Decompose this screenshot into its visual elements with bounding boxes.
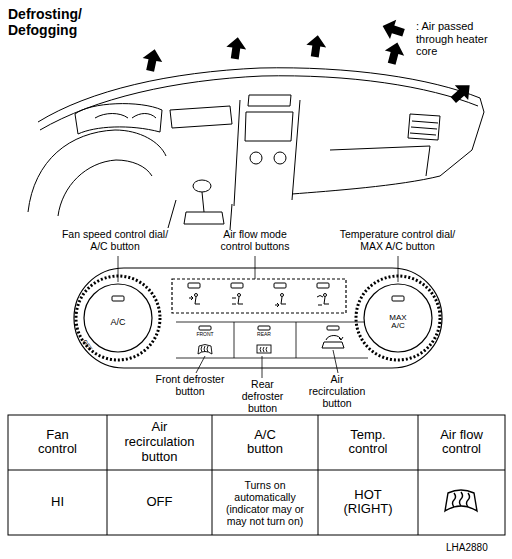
callout-label: Air recirculation button bbox=[306, 373, 368, 409]
defroster-button: FRONT bbox=[179, 323, 231, 357]
callout-label: Air flow mode control buttons bbox=[211, 228, 299, 252]
table-header: A/C button bbox=[243, 428, 288, 458]
table-header: Air recirculation button bbox=[121, 420, 199, 465]
leader-lines bbox=[118, 256, 398, 378]
dashboard-illustration bbox=[28, 68, 484, 230]
defroster-button: REAR bbox=[238, 323, 290, 357]
button-label: FRONT bbox=[179, 332, 231, 337]
settings-table bbox=[8, 415, 505, 535]
callout-label: Rear defroster button bbox=[235, 378, 290, 414]
table-cell: HI bbox=[38, 495, 78, 510]
button-face bbox=[238, 323, 290, 357]
airflow-arrows bbox=[140, 34, 476, 108]
control-panel bbox=[74, 268, 442, 368]
defroster-icon bbox=[445, 490, 477, 511]
control-dial: A/C bbox=[82, 282, 154, 354]
recirculation-button bbox=[322, 326, 344, 348]
button-label: REAR bbox=[238, 332, 290, 337]
mode-buttons bbox=[188, 283, 329, 307]
callout-label: Temperature control dial/ MAX A/C button bbox=[330, 228, 465, 252]
diagram-title: Defrosting/ Defogging bbox=[8, 6, 100, 38]
button-face bbox=[179, 323, 231, 357]
figure-code: LHA2880 bbox=[446, 542, 510, 554]
callout-label: Fan speed control dial/ A/C button bbox=[53, 228, 177, 252]
legend-arrow bbox=[380, 16, 407, 42]
callout-label: Front defroster button bbox=[148, 373, 232, 397]
table-header: Air flow control bbox=[434, 428, 489, 458]
legend-text: : Air passed through heater core bbox=[416, 20, 498, 58]
button-label: MAX A/C bbox=[385, 314, 411, 331]
control-dial: MAX A/C bbox=[362, 282, 434, 354]
table-cell: HOT (RIGHT) bbox=[340, 488, 396, 518]
button-label: A/C bbox=[105, 318, 131, 327]
table-header: Temp. control bbox=[343, 428, 393, 458]
table-cell: OFF bbox=[135, 495, 185, 510]
table-header: Fan control bbox=[33, 428, 83, 458]
table-cell: Turns on automatically (indicator may or… bbox=[219, 479, 311, 527]
